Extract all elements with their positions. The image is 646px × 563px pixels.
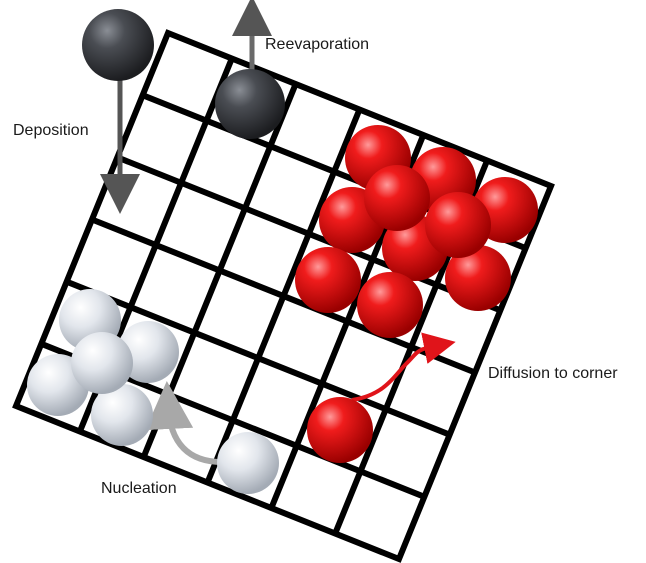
red-atom [445, 245, 511, 311]
red-atom [364, 165, 430, 231]
white-atom-cluster [27, 289, 179, 446]
red-atom [357, 272, 423, 338]
reevaporating-atom [215, 69, 285, 139]
white-atom [71, 332, 133, 394]
red-atom [295, 247, 361, 313]
red-adatom [307, 397, 373, 463]
reevaporation-label: Reevaporation [265, 36, 369, 53]
diffusion-label: Diffusion to corner [488, 365, 618, 382]
deposition-label: Deposition [13, 122, 89, 139]
red-atom [425, 192, 491, 258]
nucleation-label: Nucleation [101, 480, 177, 497]
diffusion-arrow [351, 332, 456, 402]
depositing-atom [82, 9, 154, 81]
white-adatom [217, 432, 279, 494]
white-atom [91, 384, 153, 446]
nucleation-arrow [145, 381, 223, 465]
red-atom-cluster [295, 125, 538, 338]
